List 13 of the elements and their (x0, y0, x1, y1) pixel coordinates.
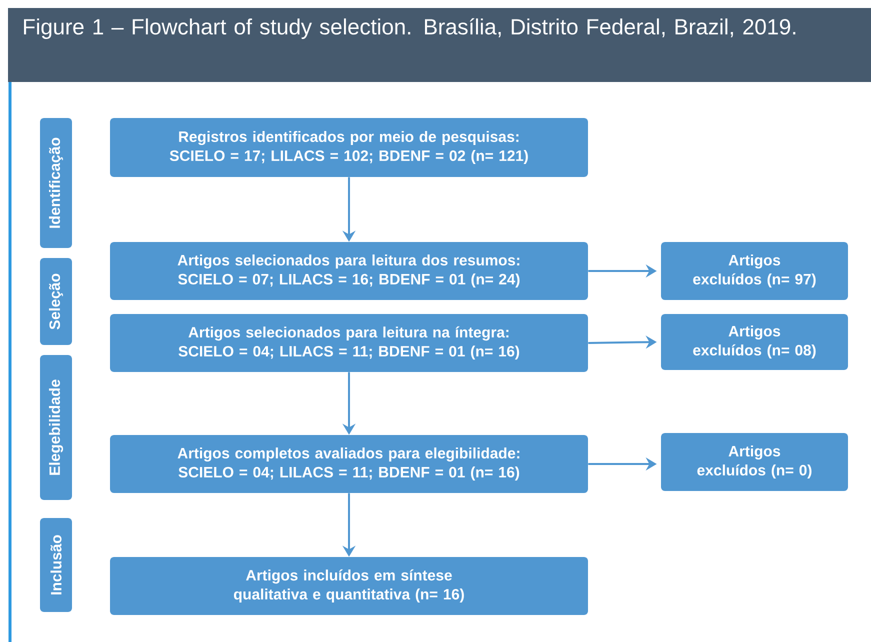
stage-label: Seleção (40, 258, 72, 345)
process-box: Artigos selecionados para leitura na íntegra: SCIELO = 04; LILACS = 11; BDENF = 01 (n= 16) (110, 314, 588, 372)
process-box: Artigos completos avaliados para elegibilidade: SCIELO = 04; LILACS = 11; BDENF = 01 (n= 16) (110, 434, 588, 493)
process-box: Artigos selecionados para leitura dos resumos: SCIELO = 07; LILACS = 16; BDENF = 01 (n= 24) (110, 242, 588, 300)
excluded-box: Artigos excluídos (n= 0) (661, 432, 848, 491)
process-box: Registros identificados por meio de pesquisas: SCIELO = 17; LILACS = 102; BDENF = 02 (n= 121) (110, 118, 588, 177)
process-box: Artigos incluídos em síntese qualitativa e quantitativa (n= 16) (110, 556, 588, 615)
excluded-box: Artigos excluídos (n= 08) (661, 314, 848, 370)
title-bar: Figure 1 – Flowchart of study selection. Brasília, Distrito Federal, Brazil, 2019. (8, 8, 871, 82)
stage-label: Inclusão (40, 518, 72, 612)
stage-label: Identificação (40, 118, 72, 248)
stage-label: Elegebilidade (40, 354, 72, 500)
excluded-box: Artigos excluídos (n= 97) (661, 242, 848, 300)
